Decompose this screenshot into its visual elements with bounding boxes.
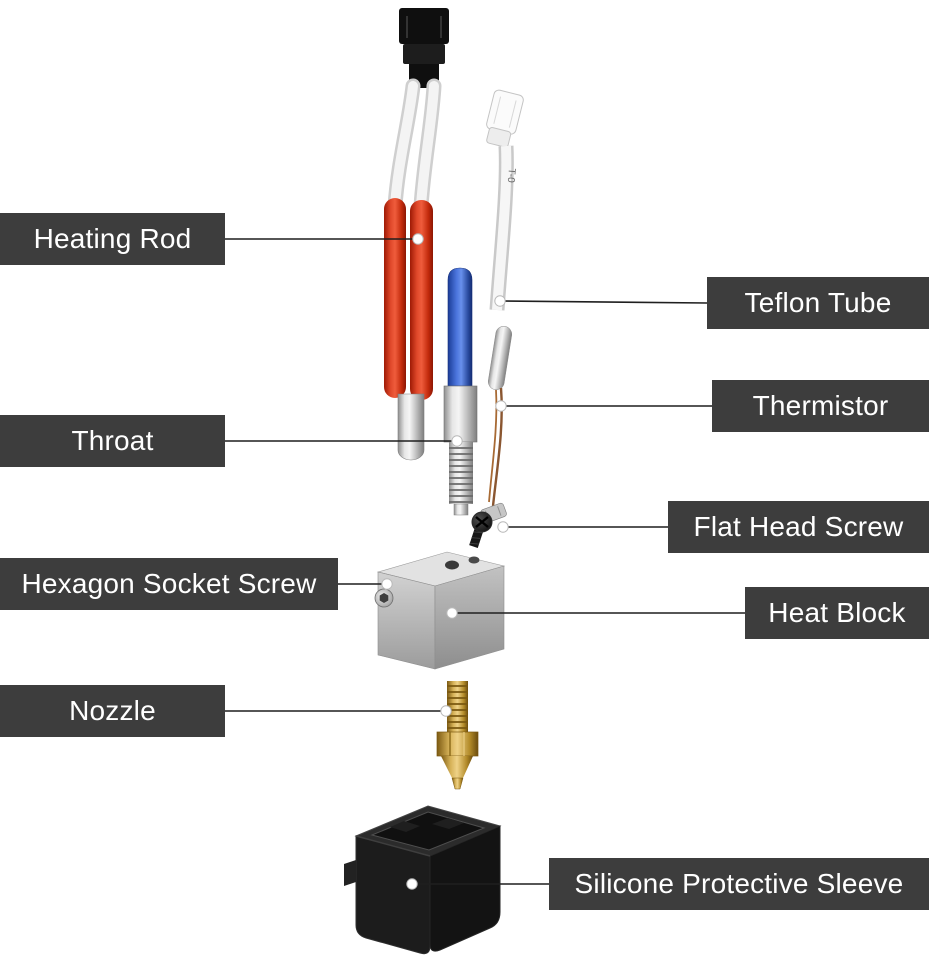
teflon-tube-graphic: T-0 [486, 89, 524, 311]
label-nozzle: Nozzle [0, 685, 225, 737]
ptfe-blue-tube-graphic [447, 267, 473, 387]
silicone-sleeve-graphic [344, 805, 502, 955]
callout-dots [381, 233, 509, 890]
teflon-tube-marking: T-0 [505, 168, 517, 184]
label-flat-head-screw-text: Flat Head Screw [693, 511, 904, 542]
cable-connector-graphic [399, 8, 449, 88]
label-thermistor-text: Thermistor [752, 390, 889, 421]
label-hexagon-socket-screw-text: Hexagon Socket Screw [21, 568, 317, 599]
label-silicone-protective-sleeve: Silicone Protective Sleeve [549, 858, 929, 910]
label-heating-rod: Heating Rod [0, 213, 225, 265]
flat-head-screw-graphic [469, 511, 493, 548]
heating-rod-graphic [384, 198, 433, 461]
hexagon-socket-screw-graphic [374, 588, 394, 608]
label-heating-rod-text: Heating Rod [33, 223, 192, 254]
label-teflon-tube-text: Teflon Tube [744, 287, 892, 318]
label-teflon-tube: Teflon Tube [707, 277, 929, 329]
label-flat-head-screw: Flat Head Screw [668, 501, 929, 553]
label-thermistor: Thermistor [712, 380, 929, 432]
throat-graphic [443, 385, 478, 516]
label-nozzle-text: Nozzle [69, 695, 156, 726]
label-hexagon-socket-screw: Hexagon Socket Screw [0, 558, 338, 610]
thermistor-graphic [480, 326, 513, 524]
label-heat-block: Heat Block [745, 587, 929, 639]
label-throat-text: Throat [71, 425, 154, 456]
heater-cables-graphic [387, 78, 442, 214]
label-heat-block-text: Heat Block [768, 597, 906, 628]
label-silicone-protective-sleeve-text: Silicone Protective Sleeve [574, 868, 904, 899]
label-throat: Throat [0, 415, 225, 467]
heat-block-graphic [374, 551, 506, 670]
leader-lines [225, 238, 745, 885]
nozzle-graphic [436, 681, 479, 790]
